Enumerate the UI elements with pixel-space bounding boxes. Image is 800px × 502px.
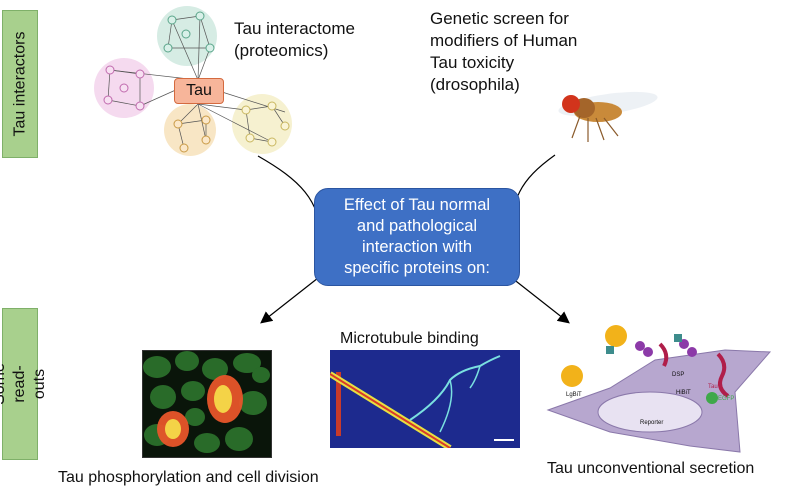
drosophila-illustration xyxy=(558,91,658,142)
screen-line-4: (drosophila) xyxy=(430,75,520,94)
egfp-label: EGFP xyxy=(718,396,735,402)
center-line-2: and pathological xyxy=(356,217,478,235)
interactome-line-2: (proteomics) xyxy=(234,41,329,60)
genetic-screen-caption: Genetic screen for modifiers of Human Ta… xyxy=(430,8,577,96)
reporter-label: Reporter xyxy=(640,420,664,426)
tau-interactors-tab: Tau interactors xyxy=(2,10,38,158)
microtubule-trace xyxy=(330,355,514,448)
interactome-network xyxy=(94,6,292,156)
arrow-to-phosphorylation xyxy=(260,277,319,324)
interactome-caption: Tau interactome (proteomics) xyxy=(234,18,355,62)
secretion-cell-diagram xyxy=(546,325,772,453)
lgbit-label: LgBiT xyxy=(566,392,582,398)
screen-line-3: Tau toxicity xyxy=(430,53,515,72)
hibit-label: HiBiT xyxy=(676,390,691,396)
micrograph-cells xyxy=(143,351,270,453)
center-line-3: interaction with xyxy=(361,238,473,256)
colorbar xyxy=(336,372,341,436)
phosphorylation-label: Tau phosphorylation and cell division xyxy=(58,469,319,486)
phosphorylation-micrograph xyxy=(142,350,272,458)
tau-hub-node: Tau xyxy=(174,78,224,104)
interactome-line-1: Tau interactome xyxy=(234,19,355,38)
microtubule-binding-image xyxy=(330,350,520,448)
tau-hub-label: Tau xyxy=(186,82,212,99)
screen-line-2: modifiers of Human xyxy=(430,31,578,50)
central-effect-box: Effect of Tau normal and pathological in… xyxy=(314,188,520,286)
microtubule-binding-label: Microtubule binding xyxy=(340,330,479,347)
dsp-label: DSP xyxy=(672,372,685,378)
readouts-tab: Some read-outs xyxy=(0,308,48,460)
center-line-1: Effect of Tau normal xyxy=(343,196,491,214)
center-line-4: specific proteins on: xyxy=(344,259,490,277)
screen-line-1: Genetic screen for xyxy=(430,9,569,28)
arrow-to-secretion xyxy=(511,277,570,324)
secretion-label: Tau unconventional secretion xyxy=(547,460,755,477)
tau-label-small: Tau xyxy=(708,384,718,390)
connector-left xyxy=(257,155,323,241)
